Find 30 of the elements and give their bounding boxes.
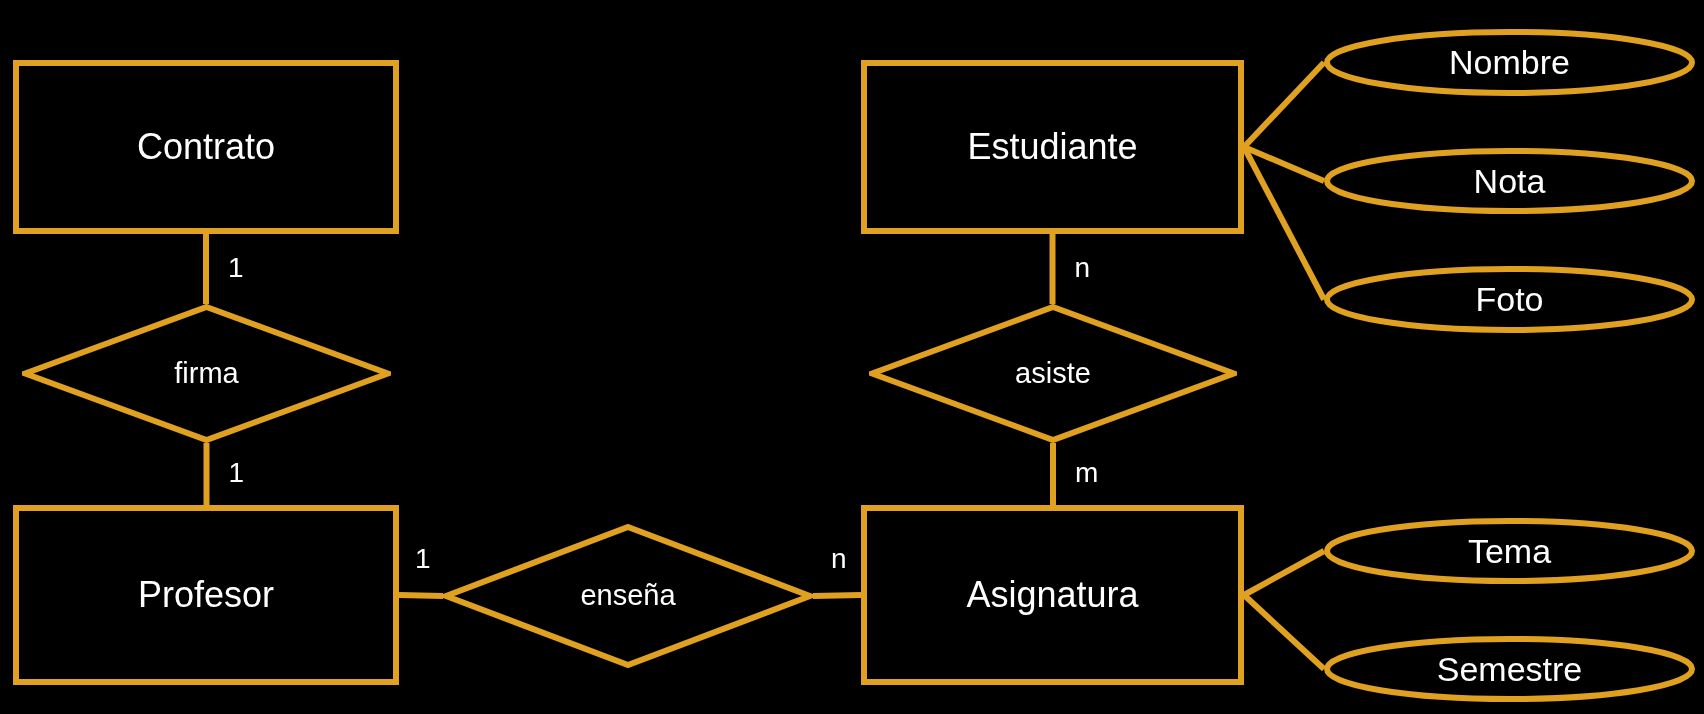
- attribute-name: Nota: [1473, 160, 1546, 202]
- relationship-diamond: [869, 304, 1237, 443]
- relationship-name: asiste: [1015, 355, 1091, 391]
- connector-line: [398, 592, 444, 599]
- connector-line: [1050, 443, 1056, 505]
- entity-box: [861, 505, 1244, 685]
- entity-name: Estudiante: [967, 125, 1138, 169]
- entity-box: [13, 505, 399, 685]
- entity-name: Profesor: [137, 573, 275, 617]
- attribute-name: Nombre: [1449, 42, 1570, 83]
- attribute-ellipse: [1324, 636, 1695, 702]
- relationship-diamond: [443, 524, 813, 668]
- entity-box: [13, 60, 399, 234]
- attribute-name: Tema: [1467, 530, 1552, 572]
- entity-name: Contrato: [136, 125, 276, 169]
- connector-line: [1049, 234, 1056, 304]
- relationship-name: firma: [174, 355, 239, 391]
- attribute-ellipse: [1324, 518, 1695, 584]
- connector-line: [203, 234, 209, 304]
- attribute-ellipse: [1324, 148, 1695, 214]
- attribute-name: Semestre: [1436, 648, 1583, 690]
- attribute-ellipse: [1324, 29, 1695, 96]
- relationship-diamond: [22, 304, 391, 443]
- entity-box: [861, 60, 1244, 234]
- attribute-ellipse: [1324, 266, 1695, 333]
- connector-line: [812, 592, 862, 599]
- connector-line: [203, 443, 210, 505]
- entity-name: Asignatura: [966, 573, 1139, 617]
- relationship-name: enseña: [580, 578, 676, 614]
- attribute-name: Foto: [1475, 279, 1544, 320]
